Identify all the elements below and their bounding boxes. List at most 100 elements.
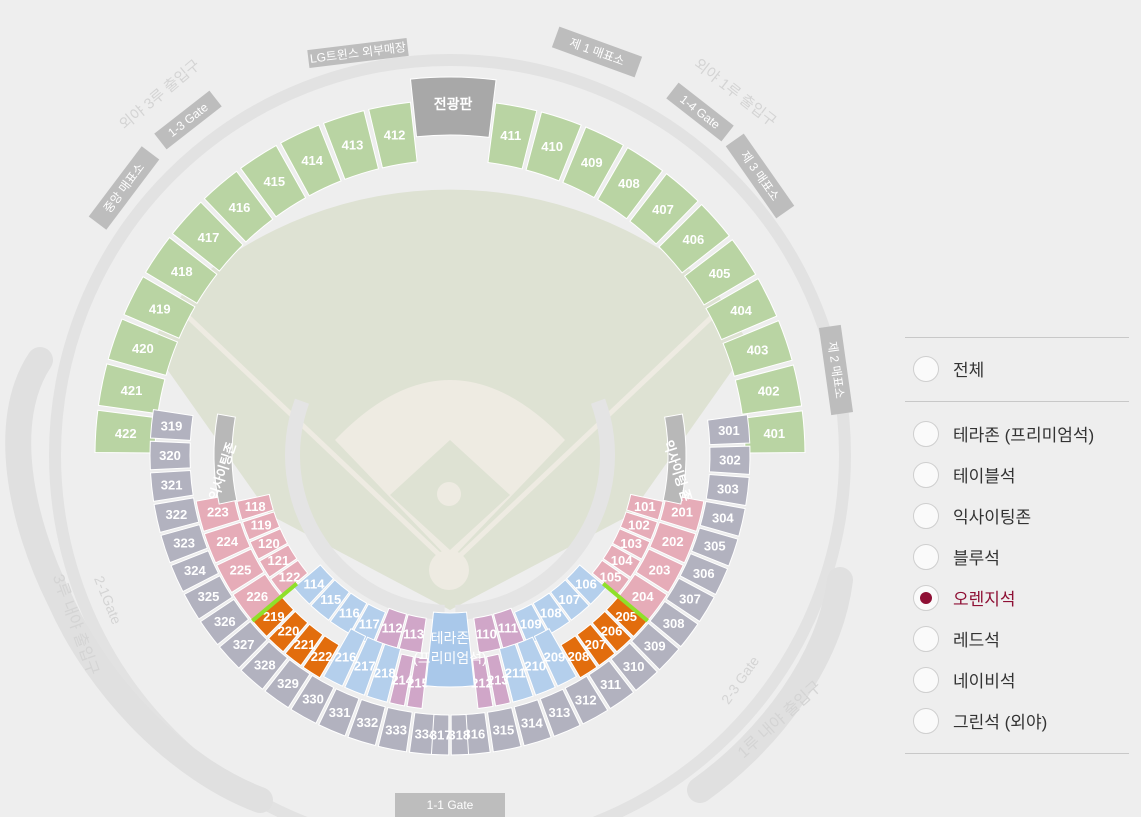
seat-section-414[interactable] bbox=[279, 124, 342, 197]
filter-option-table-seat[interactable]: 테이블석 bbox=[905, 454, 1129, 495]
seat-section-315[interactable] bbox=[486, 706, 522, 753]
seat-section-418[interactable] bbox=[144, 236, 218, 304]
seat-section-405[interactable] bbox=[683, 239, 757, 306]
seat-section-415[interactable] bbox=[239, 144, 307, 218]
seat-section-118[interactable] bbox=[236, 493, 274, 521]
seat-section-112[interactable] bbox=[375, 607, 408, 649]
seat-section-104[interactable] bbox=[602, 544, 642, 578]
seat-section-324[interactable] bbox=[170, 550, 220, 593]
seat-section-302[interactable] bbox=[708, 445, 751, 475]
filter-option-green-seat[interactable]: 그린석 (외야) bbox=[905, 700, 1129, 741]
seat-section-225[interactable] bbox=[216, 548, 265, 594]
seat-section-206[interactable] bbox=[591, 610, 633, 653]
seat-section-120[interactable] bbox=[249, 528, 289, 560]
seat-section-328[interactable] bbox=[240, 640, 289, 690]
seat-section-310[interactable] bbox=[610, 642, 658, 692]
seat-section-408[interactable] bbox=[596, 146, 664, 220]
seat-section-214[interactable] bbox=[389, 653, 414, 707]
seat-section-107[interactable] bbox=[549, 579, 590, 621]
seat-section-203[interactable] bbox=[635, 548, 684, 594]
seat-section-209[interactable] bbox=[533, 628, 578, 687]
radio-button[interactable] bbox=[913, 355, 939, 382]
radio-button[interactable] bbox=[913, 502, 939, 529]
seat-section-312[interactable] bbox=[564, 675, 609, 725]
seat-section-114[interactable] bbox=[292, 564, 335, 605]
seat-section-122[interactable] bbox=[270, 559, 309, 595]
seat-section-404[interactable] bbox=[705, 277, 778, 341]
seat-section-221[interactable] bbox=[284, 623, 324, 667]
seat-section-303[interactable] bbox=[705, 473, 750, 507]
seat-section-208[interactable] bbox=[560, 635, 598, 679]
seat-section-108[interactable] bbox=[532, 592, 571, 635]
seat-section-101[interactable] bbox=[626, 493, 664, 521]
radio-button[interactable] bbox=[913, 625, 939, 652]
filter-option-orange-seat[interactable]: 오렌지석 bbox=[905, 577, 1129, 618]
seat-section-121[interactable] bbox=[258, 544, 298, 578]
seat-section-115[interactable] bbox=[310, 579, 351, 621]
seat-section-413[interactable] bbox=[322, 109, 380, 181]
seat-section-320[interactable] bbox=[149, 440, 191, 471]
seat-section-222[interactable] bbox=[302, 635, 340, 679]
seat-section-329[interactable] bbox=[264, 658, 311, 709]
seat-section-333[interactable] bbox=[377, 706, 413, 753]
radio-button[interactable] bbox=[913, 584, 939, 611]
seat-section-301[interactable] bbox=[707, 414, 751, 446]
seat-section-102[interactable] bbox=[619, 511, 659, 541]
seat-section-220[interactable] bbox=[267, 610, 309, 653]
filter-option-red-seat[interactable]: 레드석 bbox=[905, 618, 1129, 659]
filter-option-terrace-zone[interactable]: 테라존 (프리미엄석) bbox=[905, 413, 1129, 454]
seat-section-330[interactable] bbox=[290, 674, 335, 725]
seat-section-321[interactable] bbox=[150, 470, 194, 502]
seat-section-407[interactable] bbox=[629, 172, 699, 245]
seat-section-326[interactable] bbox=[199, 598, 250, 646]
seat-section-205[interactable] bbox=[605, 596, 648, 638]
filter-option-navy-seat[interactable]: 네이비석 bbox=[905, 659, 1129, 700]
seat-section-111[interactable] bbox=[492, 607, 525, 649]
seat-section-403[interactable] bbox=[722, 320, 793, 377]
seat-section-327[interactable] bbox=[218, 620, 268, 669]
seat-section-119[interactable] bbox=[241, 511, 281, 541]
exciting-zone-left[interactable] bbox=[213, 413, 238, 505]
seat-section-212[interactable] bbox=[471, 656, 494, 710]
seat-section-226[interactable] bbox=[232, 573, 282, 621]
radio-button[interactable] bbox=[913, 666, 939, 693]
seat-section-325[interactable] bbox=[183, 575, 233, 620]
seat-section-411[interactable] bbox=[487, 102, 538, 170]
seat-section-304[interactable] bbox=[699, 500, 746, 537]
radio-button[interactable] bbox=[913, 707, 939, 734]
seat-section-103[interactable] bbox=[611, 528, 651, 560]
terrace-zone-section[interactable] bbox=[425, 611, 475, 688]
seat-section-319[interactable] bbox=[149, 409, 194, 441]
seat-section-317[interactable] bbox=[430, 713, 450, 756]
seat-section-409[interactable] bbox=[562, 126, 625, 199]
filter-option-all[interactable]: 전체 bbox=[905, 348, 1129, 389]
seat-section-224[interactable] bbox=[203, 521, 251, 564]
exciting-zone-right[interactable] bbox=[662, 413, 687, 505]
radio-button[interactable] bbox=[913, 461, 939, 488]
seat-section-311[interactable] bbox=[588, 660, 635, 710]
seat-section-420[interactable] bbox=[107, 318, 179, 376]
seat-section-417[interactable] bbox=[171, 201, 244, 272]
seat-section-308[interactable] bbox=[649, 600, 699, 648]
seat-section-410[interactable] bbox=[525, 111, 582, 182]
seat-section-207[interactable] bbox=[576, 623, 616, 667]
seat-section-307[interactable] bbox=[665, 577, 715, 623]
seat-section-309[interactable] bbox=[630, 622, 680, 671]
seat-section-412[interactable] bbox=[368, 101, 418, 169]
seat-section-105[interactable] bbox=[591, 559, 630, 595]
seat-section-213[interactable] bbox=[486, 653, 511, 707]
seat-section-305[interactable] bbox=[690, 527, 739, 567]
seat-section-419[interactable] bbox=[123, 276, 196, 339]
filter-option-exciting-zone[interactable]: 익사이팅존 bbox=[905, 495, 1129, 536]
seat-section-216[interactable] bbox=[322, 628, 367, 687]
seat-section-202[interactable] bbox=[649, 521, 697, 564]
seat-section-116[interactable] bbox=[329, 592, 368, 635]
seat-section-406[interactable] bbox=[658, 203, 730, 274]
seat-section-318[interactable] bbox=[450, 713, 470, 756]
filter-option-blue-seat[interactable]: 블루석 bbox=[905, 536, 1129, 577]
seat-section-106[interactable] bbox=[565, 564, 608, 605]
seat-section-416[interactable] bbox=[203, 170, 274, 243]
seat-section-331[interactable] bbox=[318, 688, 360, 737]
radio-button[interactable] bbox=[913, 543, 939, 570]
